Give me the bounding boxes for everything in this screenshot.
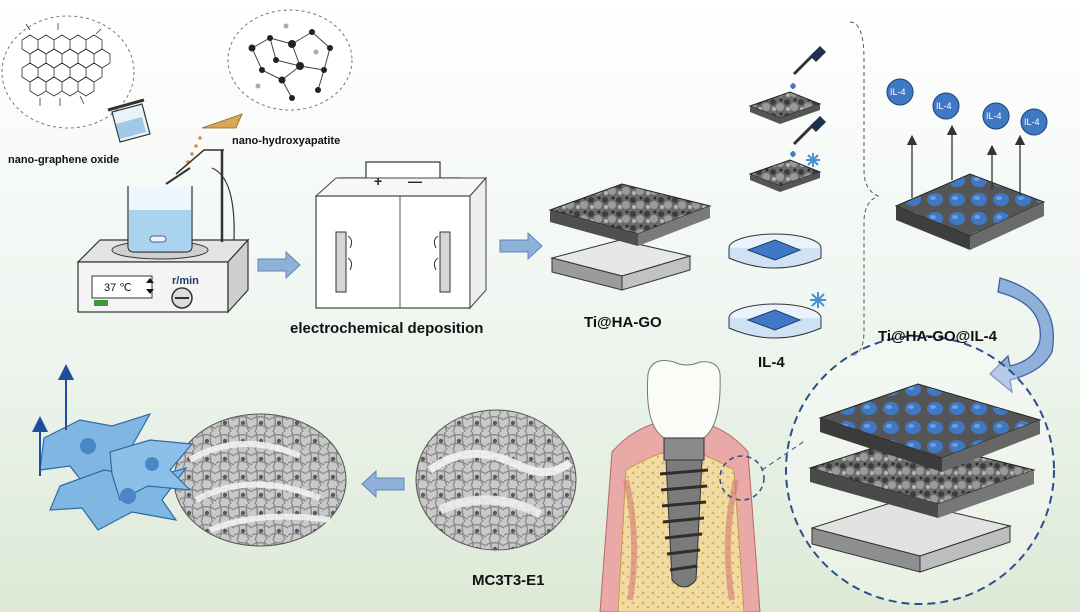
hydroxyapatite-bubble	[227, 9, 353, 111]
zoomed-implant-surface	[785, 335, 1055, 605]
label-ti-ha-go: Ti@HA-GO	[584, 314, 662, 331]
process-arrow-1	[257, 250, 301, 280]
magnetic-stirrer	[76, 149, 250, 314]
temperature-readout: 37 ℃	[104, 282, 132, 294]
proliferating-cells	[39, 412, 194, 531]
il4-molecule-label: IL-4	[1024, 117, 1040, 127]
process-arrow-3	[361, 469, 405, 499]
graphene-vial-icon	[107, 98, 151, 143]
label-nano-graphene-oxide: nano-graphene oxide	[8, 154, 120, 166]
label-ti-ha-go-il4: Ti@HA-GO@IL-4	[878, 328, 997, 345]
graphene-oxide-bubble	[1, 15, 135, 129]
hydroxyapatite-funnel-icon	[186, 113, 243, 164]
il4-molecule-label: IL-4	[890, 87, 906, 97]
il4-molecule-label: IL-4	[936, 101, 952, 111]
label-nano-hydroxyapatite: nano-hydroxyapatite	[232, 135, 341, 147]
speed-unit-label: r/min	[172, 275, 199, 287]
dental-implant-illustration	[599, 360, 807, 612]
snowflake-icon	[810, 292, 826, 308]
snowflake-icon	[806, 153, 820, 167]
cathode-sign: —	[408, 173, 422, 189]
label-electrochemical-deposition: electrochemical deposition	[290, 320, 484, 337]
anode-sign: +	[374, 173, 382, 189]
process-arrow-2	[499, 231, 543, 261]
growth-arrows	[32, 364, 74, 476]
il4-loading-steps	[728, 46, 826, 339]
ti-ha-go-layers	[548, 183, 712, 291]
il4-molecule-label: IL-4	[986, 111, 1002, 121]
il4-release-plate	[886, 78, 1048, 250]
grouping-brace	[849, 21, 880, 357]
osteoblast-sem-image	[173, 413, 347, 547]
mc3t3-sem-image	[415, 409, 577, 551]
label-mc3t3-e1: MC3T3-E1	[472, 572, 545, 589]
electrochemical-cell	[314, 161, 488, 310]
curved-arrow	[989, 277, 1054, 394]
label-il4: IL-4	[758, 354, 785, 371]
